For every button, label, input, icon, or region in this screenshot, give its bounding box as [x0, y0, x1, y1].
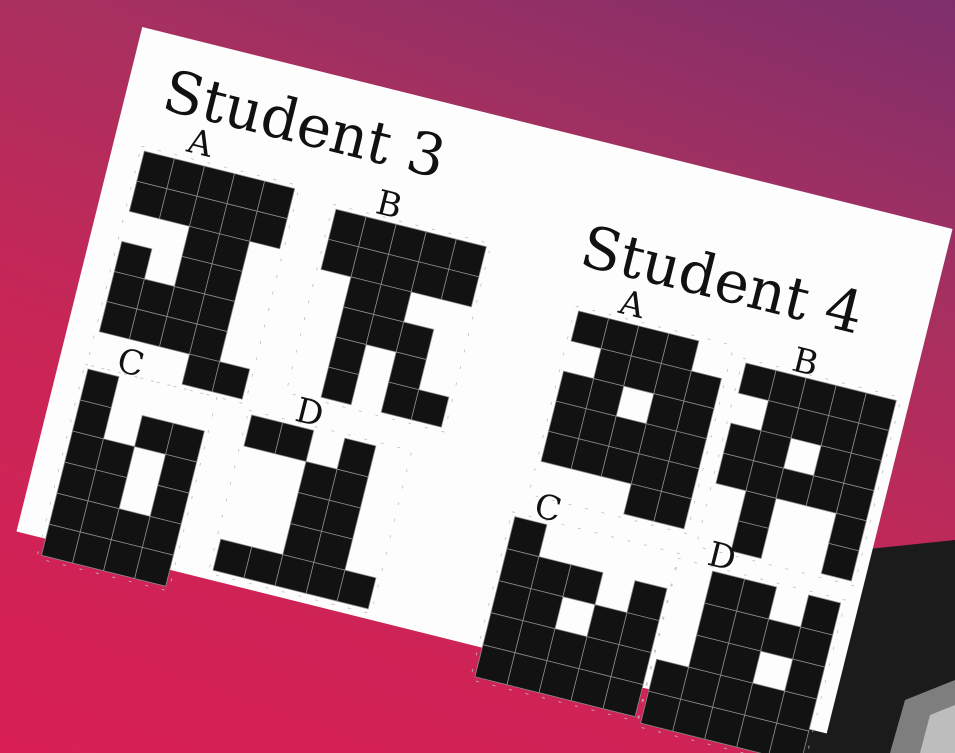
worksheet-photo: Student 3 A B C D Student 4 A B C D — [7, 27, 952, 753]
